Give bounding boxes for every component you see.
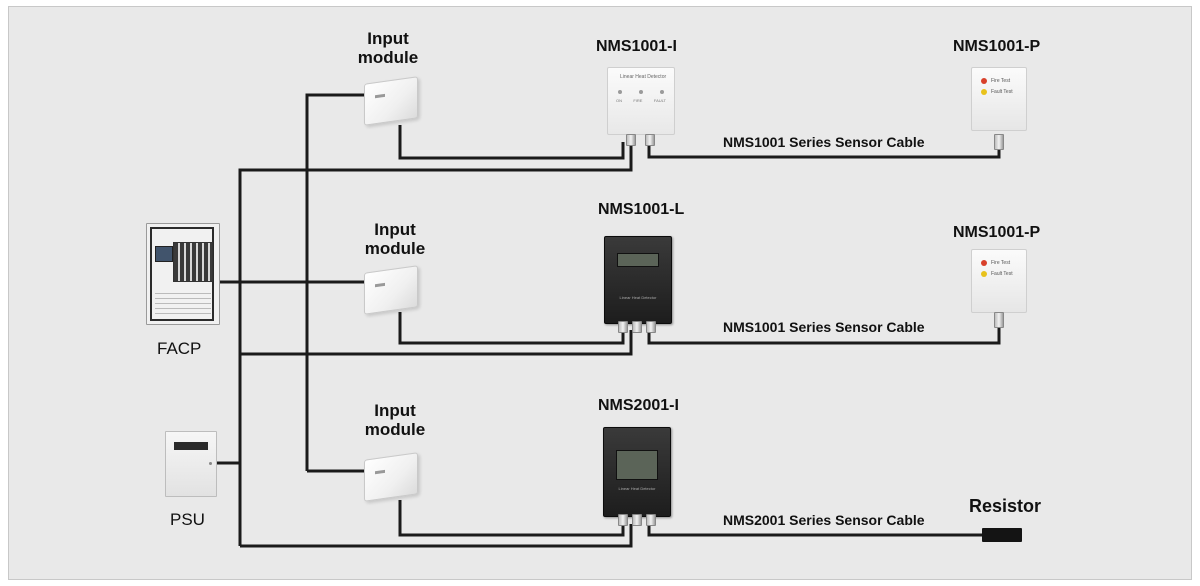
facp-display xyxy=(155,246,173,262)
fire-test-label: Fire Test xyxy=(991,260,1011,266)
model-label-nms2001-i: NMS2001-I xyxy=(598,397,679,414)
nms1001-p-unit-2: Fire Test Fault Test xyxy=(971,249,1027,313)
detector-display xyxy=(616,450,658,480)
fault-led-icon xyxy=(981,89,987,95)
wire-module-1-to-nms1001-i xyxy=(398,125,625,160)
cable-gland xyxy=(646,321,656,333)
cable-gland xyxy=(632,514,642,526)
module-indicator xyxy=(375,282,385,288)
sensor-cable-3 xyxy=(647,524,982,537)
facp-vent xyxy=(155,292,211,314)
wire-module-3-to-nms2001 xyxy=(398,500,625,537)
model-label-nms1001-p-1: NMS1001-P xyxy=(953,38,1041,55)
cable-gland xyxy=(618,514,628,526)
nms1001-l-detector: Linear Heat Detector xyxy=(604,236,672,324)
cable-label-1: NMS1001 Series Sensor Cable xyxy=(723,134,925,150)
wire-signal-bus xyxy=(305,93,366,471)
sensor-cable-2 xyxy=(647,327,1001,345)
detector-title: Linear Heat Detector xyxy=(620,74,667,80)
resistor xyxy=(982,528,1022,542)
cable-gland xyxy=(626,134,636,146)
detector-title: Linear Heat Detector xyxy=(618,486,656,491)
detector-leds xyxy=(618,90,664,94)
fault-led-icon xyxy=(981,271,987,277)
sensor-cable-1 xyxy=(647,142,1001,159)
wire-bus-to-nms1001-l xyxy=(240,330,633,356)
psu-unit xyxy=(165,431,217,497)
facp-keypad xyxy=(173,242,213,282)
nms1001-p-unit-1: Fire Test Fault Test xyxy=(971,67,1027,131)
cable-label-3: NMS2001 Series Sensor Cable xyxy=(723,512,925,528)
fault-test-label: Fault Test xyxy=(991,271,1013,277)
detector-title: Linear Heat Detector xyxy=(619,295,657,300)
facp-panel xyxy=(146,223,220,325)
cable-label-2: NMS1001 Series Sensor Cable xyxy=(723,319,925,335)
model-label-nms1001-i: NMS1001-I xyxy=(596,38,677,55)
psu-display xyxy=(174,442,208,450)
input-module-2 xyxy=(364,265,418,315)
fire-led-icon xyxy=(981,260,987,266)
cable-gland xyxy=(994,134,1004,150)
model-label-nms1001-p-2: NMS1001-P xyxy=(953,224,1041,241)
facp-label: FACP xyxy=(157,339,202,358)
fire-led-icon xyxy=(981,78,987,84)
facp-frame xyxy=(150,227,214,321)
cable-gland xyxy=(632,321,642,333)
input-module-1 xyxy=(364,76,418,126)
cable-gland xyxy=(645,134,655,146)
fire-test-label: Fire Test xyxy=(991,78,1011,84)
detector-display xyxy=(617,253,659,267)
nms2001-i-detector: Linear Heat Detector xyxy=(603,427,671,517)
resistor-label: Resistor xyxy=(969,496,1042,516)
wire-bus-to-nms2001 xyxy=(240,524,633,548)
module-indicator xyxy=(375,469,385,475)
fault-test-label: Fault Test xyxy=(991,89,1013,95)
psu-label: PSU xyxy=(170,510,205,529)
module-indicator xyxy=(375,93,385,99)
model-label-nms1001-l: NMS1001-L xyxy=(598,201,685,218)
psu-lock xyxy=(209,462,212,465)
wire-power-bus xyxy=(238,142,633,546)
cable-gland xyxy=(994,312,1004,328)
cable-gland xyxy=(646,514,656,526)
wire-module-2-to-nms1001-l xyxy=(398,312,625,345)
input-module-3 xyxy=(364,452,418,502)
cable-gland xyxy=(618,321,628,333)
